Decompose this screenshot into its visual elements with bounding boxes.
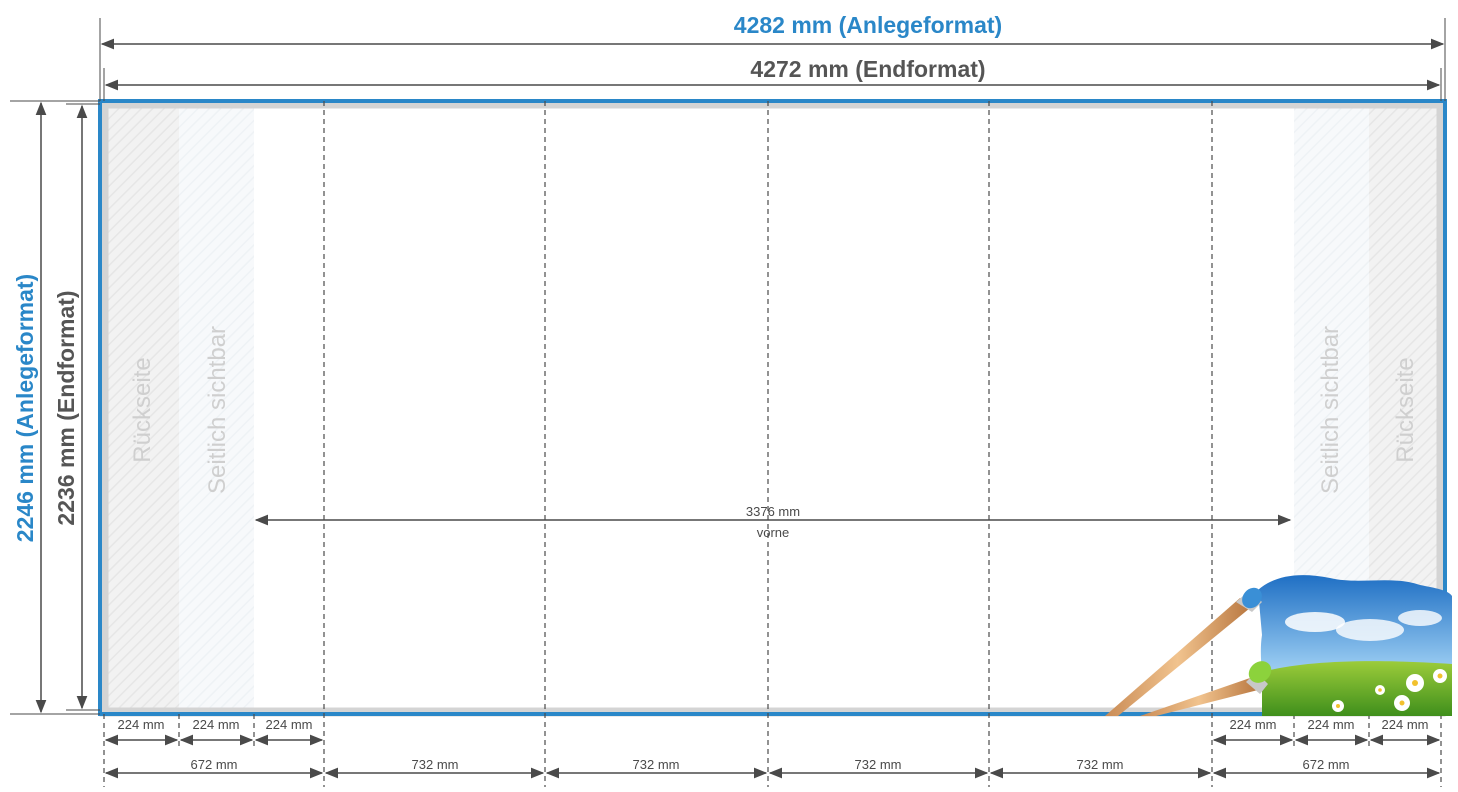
dim-label-small: 224 mm [266,717,313,732]
dim-label-small: 224 mm [118,717,165,732]
zone-label-side-left: Seitlich sichtbar [204,326,231,494]
front-caption: vorne [757,525,790,540]
sheet-border [98,99,1447,716]
zone-side-left [179,106,254,708]
dim-label-large: 672 mm [191,757,238,772]
sheet: Rückseite Seitlich sichtbar Seitlich sic… [98,99,1452,787]
zone-label-back-left: Rückseite [129,357,156,462]
safety-band [99,99,1446,717]
zone-label-back-right: Rückseite [1392,357,1419,462]
dim-label-large: 732 mm [1077,757,1124,772]
dim-label-large: 732 mm [855,757,902,772]
front-width-label: 3376 mm [746,504,800,519]
outer-width-label: 4282 mm (Anlegeformat) [734,12,1002,38]
inner-height-label: 2236 mm (Endformat) [53,290,79,525]
outer-height-label: 2246 mm (Anlegeformat) [12,274,38,542]
paint-brush-icon [1105,587,1272,716]
dim-label-small: 224 mm [1230,717,1277,732]
dim-label-small: 224 mm [193,717,240,732]
bottom-large-dimensions: 672 mm 732 mm 732 mm 732 mm 732 mm 672 m… [104,757,1441,779]
dim-label-large: 732 mm [412,757,459,772]
zone-label-side-right: Seitlich sichtbar [1317,326,1344,494]
dim-label-small: 224 mm [1382,717,1429,732]
dim-label-large: 672 mm [1303,757,1350,772]
inner-width-label: 4272 mm (Endformat) [750,56,985,82]
top-dimensions: 4282 mm (Anlegeformat) 4272 mm (Endforma… [99,12,1446,101]
bottom-small-dimensions: 224 mm 224 mm 224 mm 224 mm 224 mm 224 m… [104,717,1441,746]
landscape-illustration [1258,575,1452,716]
left-dimensions: 2246 mm (Anlegeformat) 2236 mm (Endforma… [10,100,100,715]
dim-label-large: 732 mm [633,757,680,772]
zone-back-left [104,106,179,708]
dim-label-small: 224 mm [1308,717,1355,732]
